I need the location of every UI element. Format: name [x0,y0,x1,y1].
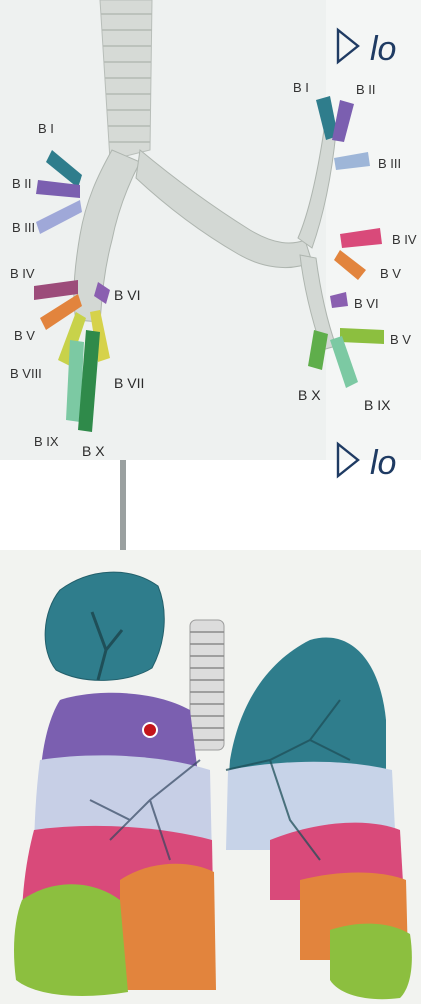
label-b4-left: B IV [392,232,417,247]
bullet-top-text: lo [370,30,396,68]
label-b2-right: B II [12,176,32,191]
segment-orange [120,864,216,990]
lung-segments-figure [0,550,421,1004]
segment-b8-left [340,328,384,344]
label-b6-right: B VI [114,287,140,303]
label-b4-right: B IV [10,266,35,281]
segment-green [14,884,128,996]
label-b8-left: B V [390,332,411,347]
divider-bar [120,460,126,550]
label-b9-left: B IX [364,397,391,413]
label-b9-right: B IX [34,434,59,449]
label-b1-left: B I [293,80,309,95]
label-b5-left: B V [380,266,401,281]
label-b7-right: B VII [114,375,144,391]
trachea-lower [190,620,224,750]
label-b6-left: B VI [354,296,379,311]
bronchial-tree-figure: B I B II B III B IV B V B VI B VII B VII… [0,0,421,460]
label-b3-left: B III [378,156,401,171]
bullet-middle-text: lo [370,444,396,482]
figure-background [0,0,326,460]
label-b3-right: B III [12,220,35,235]
marker-dot [143,723,157,737]
label-b8-right: B VIII [10,366,42,381]
detached-apical-segment [45,572,164,680]
label-b2-left: B II [356,82,376,97]
label-b10-right: B X [82,443,105,459]
segment-green-left [330,924,412,1000]
label-b5-right: B V [14,328,35,343]
label-b1-right: B I [38,121,54,136]
label-b10-left: B X [298,387,321,403]
